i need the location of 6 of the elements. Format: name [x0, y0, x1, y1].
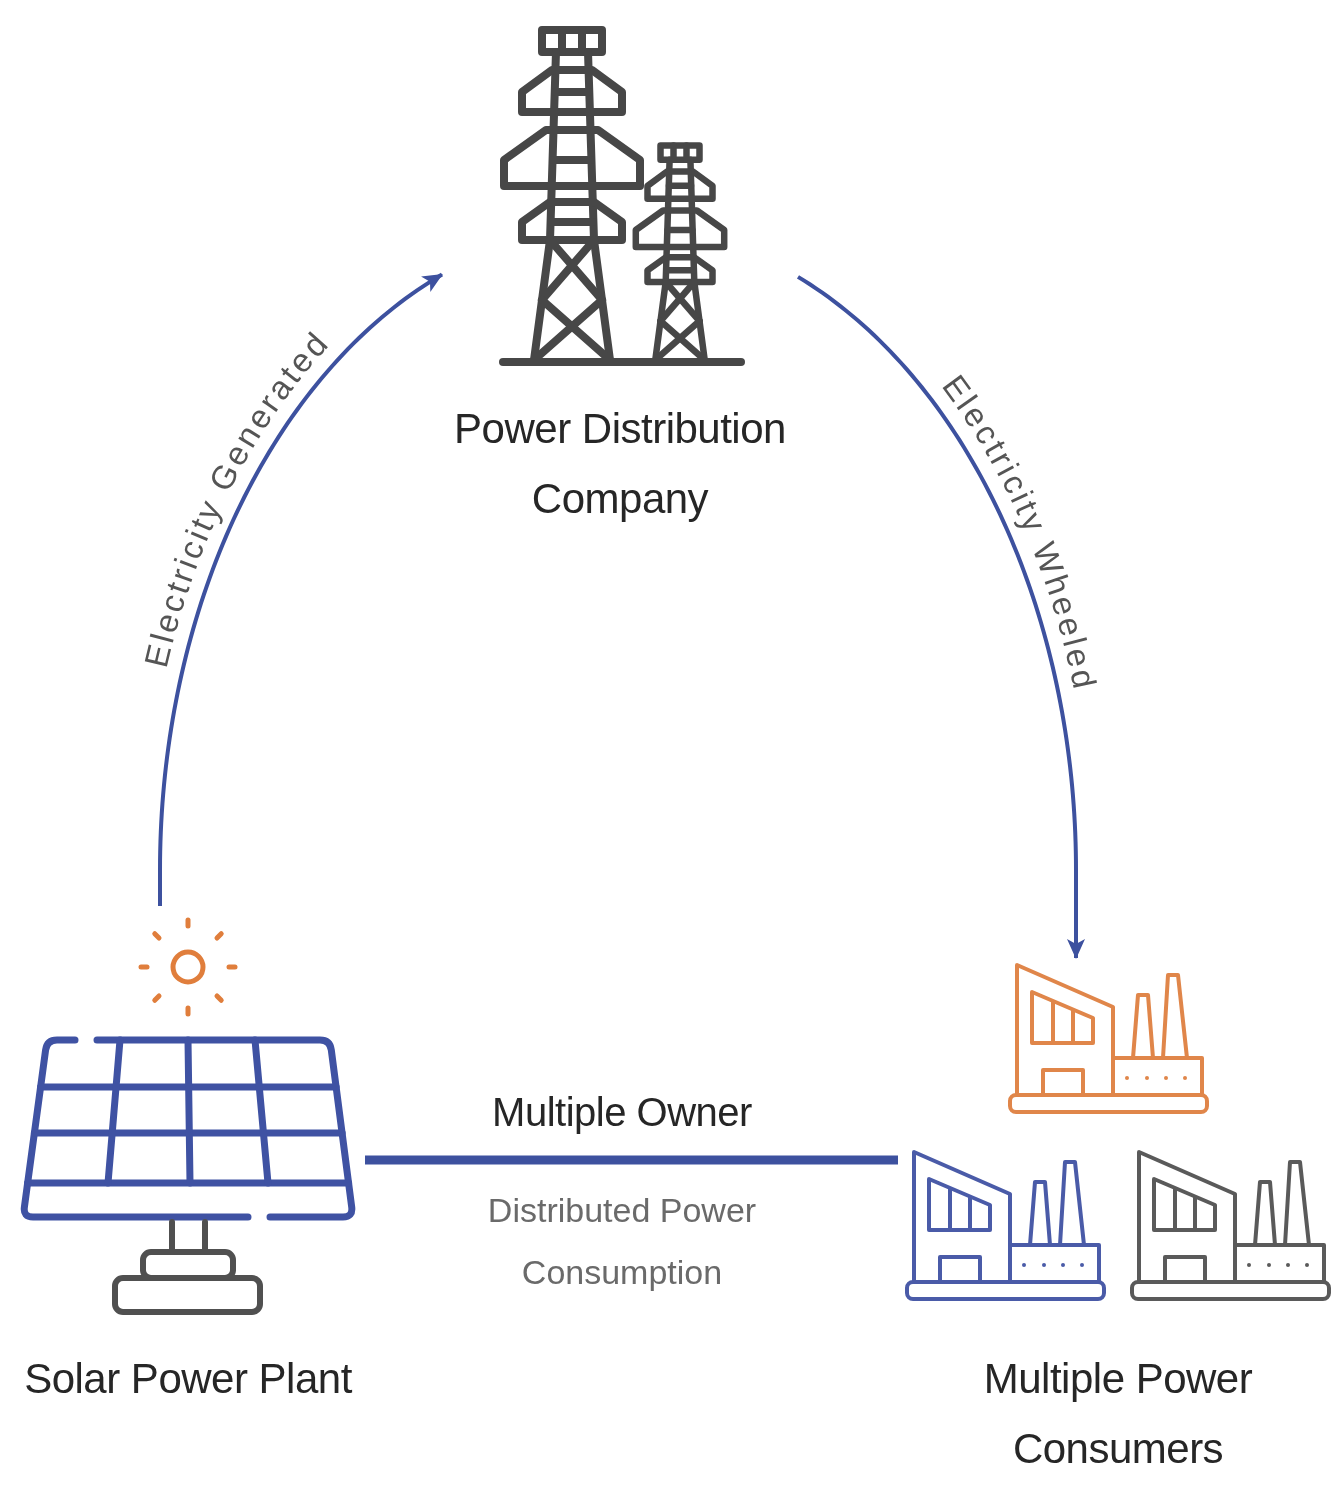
edge-label: Multiple Owner [492, 1089, 752, 1136]
node-label: Solar Power Plant [24, 1354, 352, 1404]
node-label: Multiple Power Consumers [982, 1354, 1254, 1474]
annotation-text: Distributed Power Consumption [486, 1190, 758, 1293]
connector-line [365, 1155, 898, 1165]
node-label: Power Distribution Company [453, 404, 787, 524]
